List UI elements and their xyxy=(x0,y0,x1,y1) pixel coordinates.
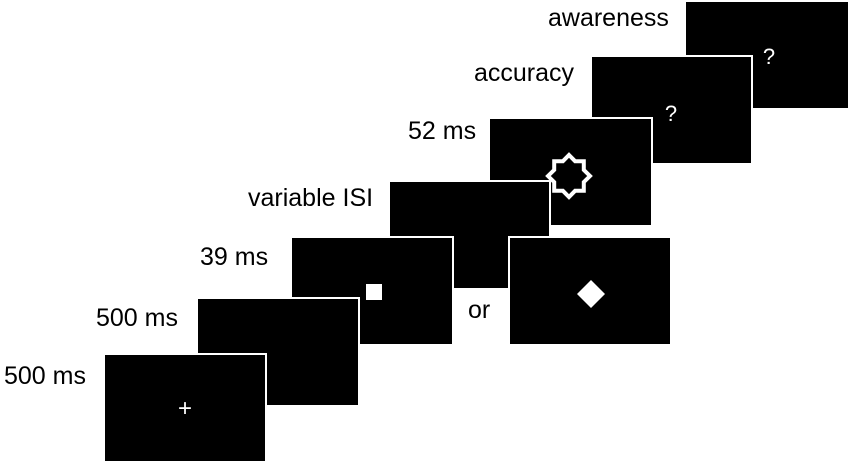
question-mark-awareness: ? xyxy=(762,44,776,69)
screen-fixation: + xyxy=(103,353,267,463)
label-prime-duration: 39 ms xyxy=(200,243,269,271)
white-square-icon xyxy=(366,284,382,300)
fixation-cross-icon: + xyxy=(177,395,193,422)
label-accuracy: accuracy xyxy=(474,59,575,87)
question-mark-accuracy: ? xyxy=(664,101,678,126)
label-mask-duration: 52 ms xyxy=(408,117,477,145)
or-connector-label: or xyxy=(468,296,491,324)
label-blank-duration: 500 ms xyxy=(96,304,178,332)
label-isi: variable ISI xyxy=(248,184,374,212)
label-awareness: awareness xyxy=(548,4,669,32)
white-diamond-icon xyxy=(577,280,605,308)
label-fixation-duration: 500 ms xyxy=(4,362,86,390)
star-mask-icon xyxy=(545,152,593,200)
screen-alt-prime-diamond xyxy=(508,236,672,346)
